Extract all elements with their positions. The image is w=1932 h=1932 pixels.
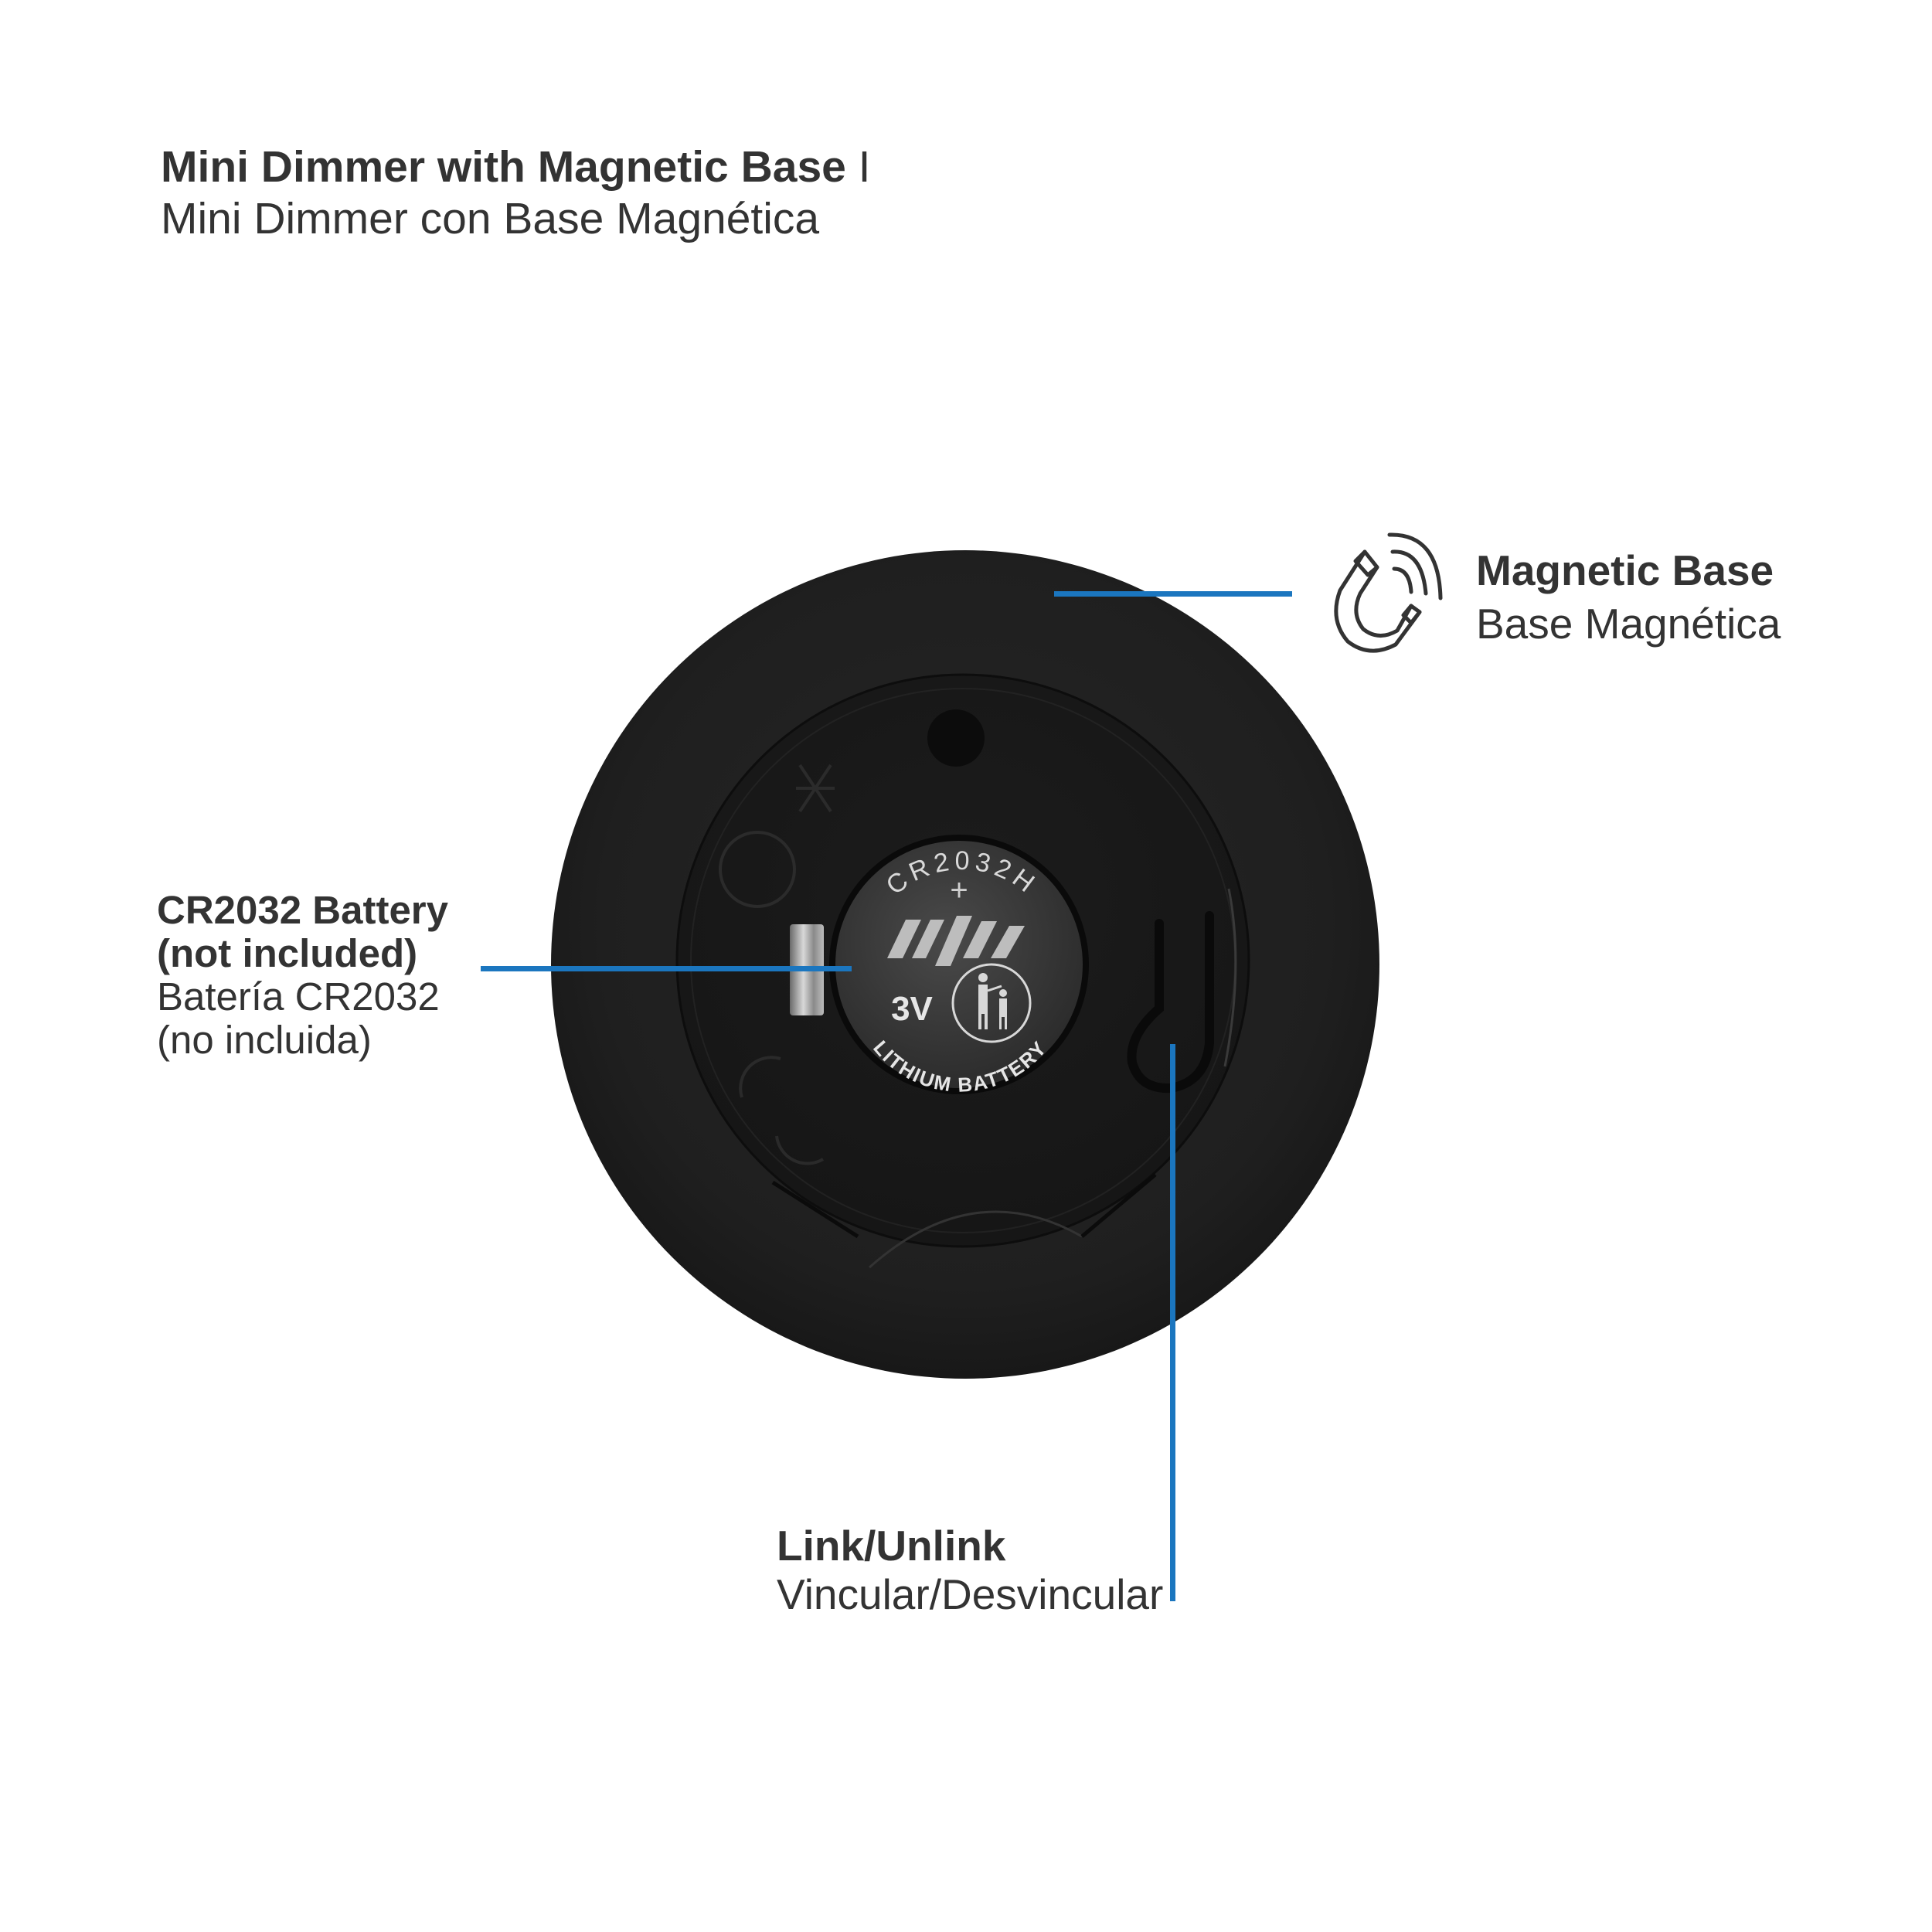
cr2032-battery: CR2032H + 3V LITHIUM BATTERY [829, 835, 1089, 1097]
link-leader-line [1170, 1044, 1175, 1601]
magnet-icon [1334, 532, 1443, 653]
magnetic-base-leader-line [1054, 591, 1292, 597]
link-unlink-label-en: Link/Unlink [777, 1522, 1006, 1570]
battery-label-en: CR2032 Battery (not included) [157, 888, 449, 975]
child-safety-icon [951, 963, 1032, 1043]
battery-leader-line [481, 966, 852, 971]
link-unlink-label: Link/Unlink Vincular/Desvincular [777, 1522, 1163, 1619]
magnetic-base-label: Magnetic Base Base Magnética [1476, 544, 1781, 651]
title-es: Mini Dimmer con Base Magnética [161, 194, 820, 243]
mounting-hole [927, 709, 985, 767]
magnetic-base-label-es: Base Magnética [1476, 600, 1781, 648]
title-en: Mini Dimmer with Magnetic Base [161, 142, 846, 192]
title-separator: I [845, 142, 871, 192]
link-unlink-label-es: Vincular/Desvincular [777, 1570, 1164, 1618]
magnetic-base-label-en: Magnetic Base [1476, 546, 1774, 594]
battery-label-es: Batería CR2032 (no incluida) [157, 975, 440, 1062]
battery-brand-logo [887, 916, 1025, 966]
page-title: Mini Dimmer with Magnetic Base I Mini Di… [161, 141, 871, 245]
battery-polarity: + [950, 873, 968, 907]
battery-voltage: 3V [891, 990, 933, 1028]
link-button-slot [1127, 888, 1237, 1094]
battery-label: CR2032 Battery (not included) Batería CR… [157, 889, 481, 1062]
